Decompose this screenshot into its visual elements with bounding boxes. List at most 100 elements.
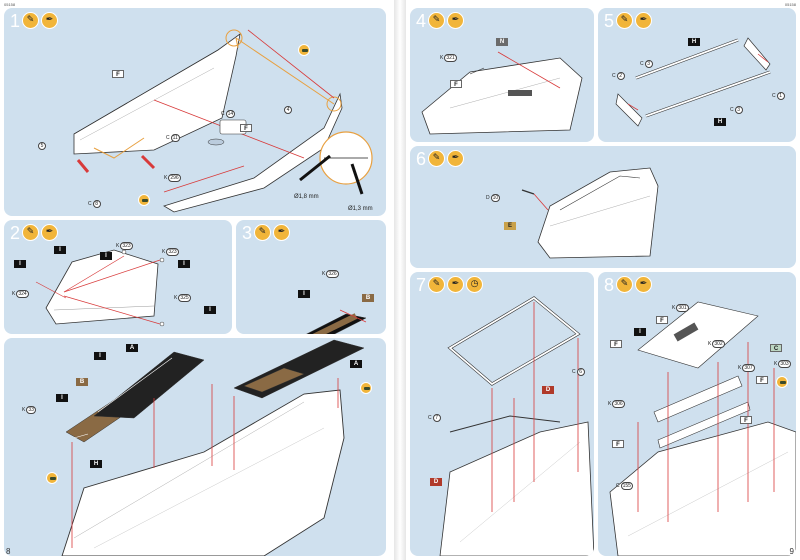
clock-icon: ◷ <box>470 279 479 289</box>
step-number: 6 <box>416 149 427 169</box>
decal-flag: F <box>740 416 752 424</box>
glue-point-marker <box>46 472 58 484</box>
decal-flag: I <box>178 260 190 268</box>
decal-flag: C <box>770 344 782 352</box>
glue-point-marker <box>298 44 310 56</box>
decal-flag: H <box>688 38 700 46</box>
page-reference: 05158 <box>4 2 16 7</box>
glue-pictogram: ✒ <box>635 276 652 293</box>
cement-icon: ✎ <box>432 15 441 25</box>
cement-pictogram: ✎ <box>254 224 271 241</box>
step-number: 1 <box>10 11 21 31</box>
decal-flag: B <box>76 378 88 386</box>
step-number: 8 <box>604 275 615 295</box>
decal-flag: H <box>714 118 726 126</box>
page-reference: 05158 <box>784 2 796 7</box>
drying-time-pictogram: ◷ <box>466 276 483 293</box>
glue-pictogram: ✒ <box>273 224 290 241</box>
part-callout: 4 <box>284 106 292 114</box>
decal-flag: E <box>504 222 516 230</box>
decal-flag: I <box>56 394 68 402</box>
cement-icon: ✎ <box>432 279 441 289</box>
glue-icon: ✒ <box>45 15 54 25</box>
glue-icon: ✒ <box>277 227 286 237</box>
glue-pictogram: ✒ <box>635 12 652 29</box>
glue-point-marker <box>776 376 788 388</box>
cement-icon: ✎ <box>26 15 35 25</box>
cement-pictogram: ✎ <box>428 12 445 29</box>
glue-icon: ✒ <box>451 153 460 163</box>
decal-flag: F <box>612 440 624 448</box>
cement-icon: ✎ <box>258 227 267 237</box>
decal-flag: F <box>610 340 622 348</box>
cement-pictogram: ✎ <box>428 150 445 167</box>
cement-icon: ✎ <box>432 153 441 163</box>
cement-pictogram: ✎ <box>428 276 445 293</box>
step-5-illustration <box>615 37 771 127</box>
glue-icon: ✒ <box>45 227 54 237</box>
decal-flag: I <box>94 352 106 360</box>
decal-flag: N <box>496 38 508 46</box>
glue-pictogram: ✒ <box>447 150 464 167</box>
glue-pictogram: ✒ <box>41 224 58 241</box>
hole-diameter-label: Ø1,3 mm <box>348 206 373 212</box>
cement-icon: ✎ <box>620 15 629 25</box>
cement-pictogram: ✎ <box>22 12 39 29</box>
step-4-illustration <box>421 51 583 135</box>
page-number: 8 <box>6 547 11 556</box>
step-number: 4 <box>416 11 427 31</box>
decal-flag: I <box>204 306 216 314</box>
decal-flag: I <box>54 246 66 254</box>
step-8-illustration <box>609 301 796 556</box>
part-callout: 5 <box>38 142 46 150</box>
decal-flag: I <box>634 328 646 336</box>
decal-flag: F <box>240 124 252 132</box>
step-1-illustration <box>73 29 373 213</box>
page-number: 9 <box>789 547 794 556</box>
decal-flag: F <box>450 80 462 88</box>
step-number: 7 <box>416 275 427 295</box>
decal-flag: F <box>656 316 668 324</box>
step-number: 3 <box>242 223 253 243</box>
step-3-illustration <box>306 309 367 334</box>
glue-point-marker <box>138 194 150 206</box>
step-number: 2 <box>10 223 21 243</box>
step-7-illustration <box>439 296 594 556</box>
cement-icon: ✎ <box>620 279 629 289</box>
cement-icon: ✎ <box>26 227 35 237</box>
decal-flag: B <box>362 294 374 302</box>
glue-pictogram: ✒ <box>41 12 58 29</box>
glue-point-marker <box>360 382 372 394</box>
decal-flag: D <box>542 386 554 394</box>
decal-flag: F <box>112 70 124 78</box>
glue-icon: ✒ <box>451 15 460 25</box>
step-3-assembly-panel: I A B I H A B A K33 <box>4 338 386 556</box>
glue-pictogram: ✒ <box>447 12 464 29</box>
decal-flag: F <box>756 376 768 384</box>
